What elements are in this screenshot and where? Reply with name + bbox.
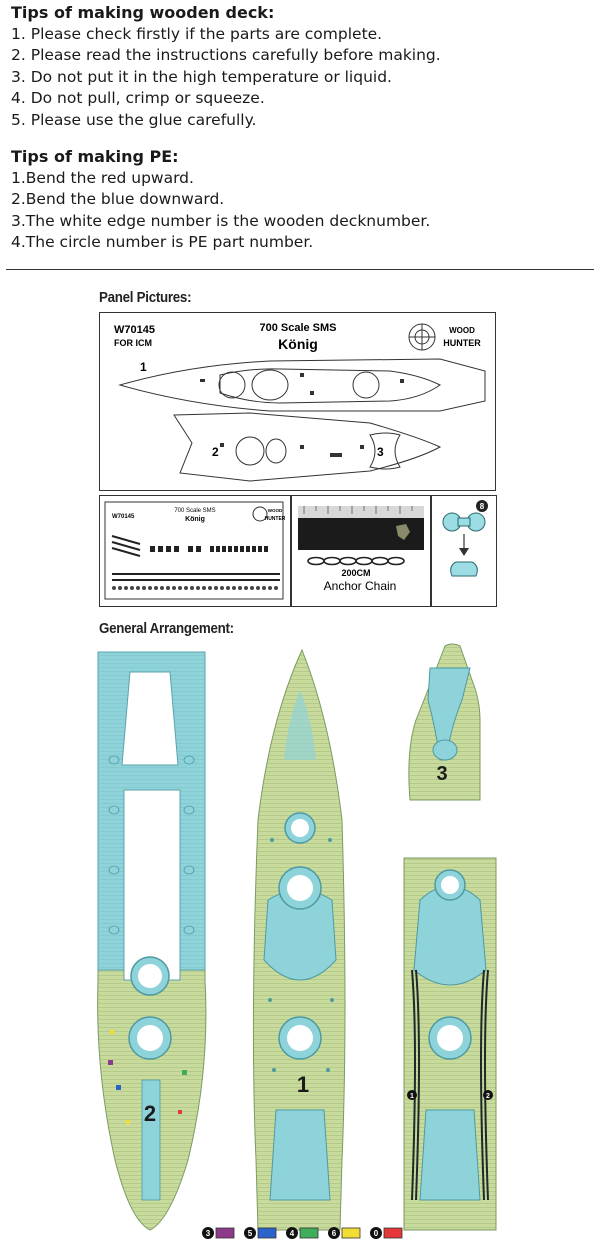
wooden-deck-tips: Tips of making wooden deck: 1. Please ch…: [11, 2, 441, 131]
pe-tips: Tips of making PE: 1.Bend the red upward…: [11, 146, 430, 254]
legend-color-swatch: [299, 1227, 319, 1239]
deck-part-1: [252, 648, 346, 1231]
wooden-deck-tips-title: Tips of making wooden deck:: [11, 3, 275, 22]
legend-color-swatch: [215, 1227, 235, 1239]
pe-panel-code: W70145: [112, 514, 135, 520]
anchor-chain-label: Anchor Chain: [324, 579, 397, 593]
list-item: 3.The white edge number is the wooden de…: [11, 211, 431, 230]
main-panel-part-label: 1: [140, 360, 147, 374]
main-panel-brand-top: WOOD: [449, 326, 475, 335]
general-arrangement-title: General Arrangement:: [99, 621, 234, 637]
pe-tips-title: Tips of making PE:: [11, 147, 179, 166]
main-deck-panel-drawing: W70145 FOR ICM 700 Scale SMS König WOOD …: [114, 322, 486, 482]
legend-number-badge: [202, 1227, 214, 1239]
anchor-chain-length: 200CM: [341, 568, 370, 578]
legend-color-swatch: [257, 1227, 277, 1239]
pe-detail-badge: 8: [480, 502, 485, 511]
legend-number-badge: [370, 1227, 382, 1239]
legend-number-badge: [244, 1227, 256, 1239]
list-item: 2.Bend the blue downward.: [11, 190, 225, 209]
pe-callout: 1: [410, 1093, 414, 1100]
main-panel-ship-name: König: [278, 336, 318, 352]
main-panel-part-label: 3: [377, 445, 384, 459]
legend: 3 5 4 6 0: [202, 1227, 403, 1239]
deck-part-label: 3: [436, 763, 447, 785]
deck-part-label: 1: [297, 1072, 309, 1097]
pe-panel-scale: 700 Scale SMS: [174, 508, 215, 514]
wooden-deck-tips-list: 1. Please check firstly if the parts are…: [11, 24, 441, 131]
panel-pictures-title: Panel Pictures:: [99, 290, 192, 306]
legend-number: 6: [332, 1229, 337, 1238]
main-panel-for: FOR ICM: [114, 338, 152, 348]
legend-number: 0: [374, 1229, 379, 1238]
pe-panel-brand-bottom: HUNTER: [265, 516, 286, 522]
legend-number: 3: [206, 1229, 211, 1238]
main-panel-brand-bottom: HUNTER: [443, 338, 481, 348]
deck-part-3: [408, 643, 481, 801]
list-item: 2. Please read the instructions carefull…: [11, 46, 441, 65]
list-item: 5. Please use the glue carefully.: [11, 110, 257, 129]
pe-detail-drawing: 8: [442, 500, 488, 577]
anchor-chain-drawing: 200CM Anchor Chain: [298, 506, 424, 593]
list-item: 3. Do not put it in the high temperature…: [11, 67, 392, 86]
main-panel-code: W70145: [114, 324, 155, 336]
pe-tips-list: 1.Bend the red upward. 2.Bend the blue d…: [11, 168, 430, 254]
pe-panel-ship-name: König: [185, 516, 205, 523]
main-panel-part-label: 2: [212, 445, 219, 459]
legend-color-swatch: [341, 1227, 361, 1239]
legend-number-badge: [328, 1227, 340, 1239]
section-divider: [6, 269, 594, 270]
list-item: 1. Please check firstly if the parts are…: [11, 25, 383, 43]
main-panel-scale: 700 Scale SMS: [259, 322, 336, 334]
main-deck-panel: W70145 FOR ICM 700 Scale SMS König WOOD …: [99, 312, 496, 491]
legend-color-swatch: [383, 1227, 403, 1239]
pe-callout: 2: [486, 1093, 490, 1100]
anchor-chain-panel: 200CM Anchor Chain: [291, 495, 431, 607]
general-arrangement-drawing: 2 1 3 1 2: [97, 643, 497, 1231]
list-item: 4.The circle number is PE part number.: [11, 233, 314, 252]
legend-number: 5: [248, 1229, 253, 1238]
pe-sheet-panel: W70145 700 Scale SMS König WOOD HUNTER: [99, 495, 291, 607]
pe-sheet-drawing: W70145 700 Scale SMS König WOOD HUNTER: [104, 501, 286, 600]
deck-part-1-pe: [403, 857, 497, 1231]
legend-number: 4: [290, 1229, 295, 1238]
list-item: 4. Do not pull, crimp or squeeze.: [11, 89, 265, 108]
deck-part-2: [97, 651, 207, 1231]
list-item: 1.Bend the red upward.: [11, 169, 194, 187]
legend-number-badge: [286, 1227, 298, 1239]
deck-part-label: 2: [144, 1101, 156, 1126]
pe-panel-brand-top: WOOD: [268, 508, 283, 513]
pe-detail-panel: 8: [431, 495, 497, 607]
